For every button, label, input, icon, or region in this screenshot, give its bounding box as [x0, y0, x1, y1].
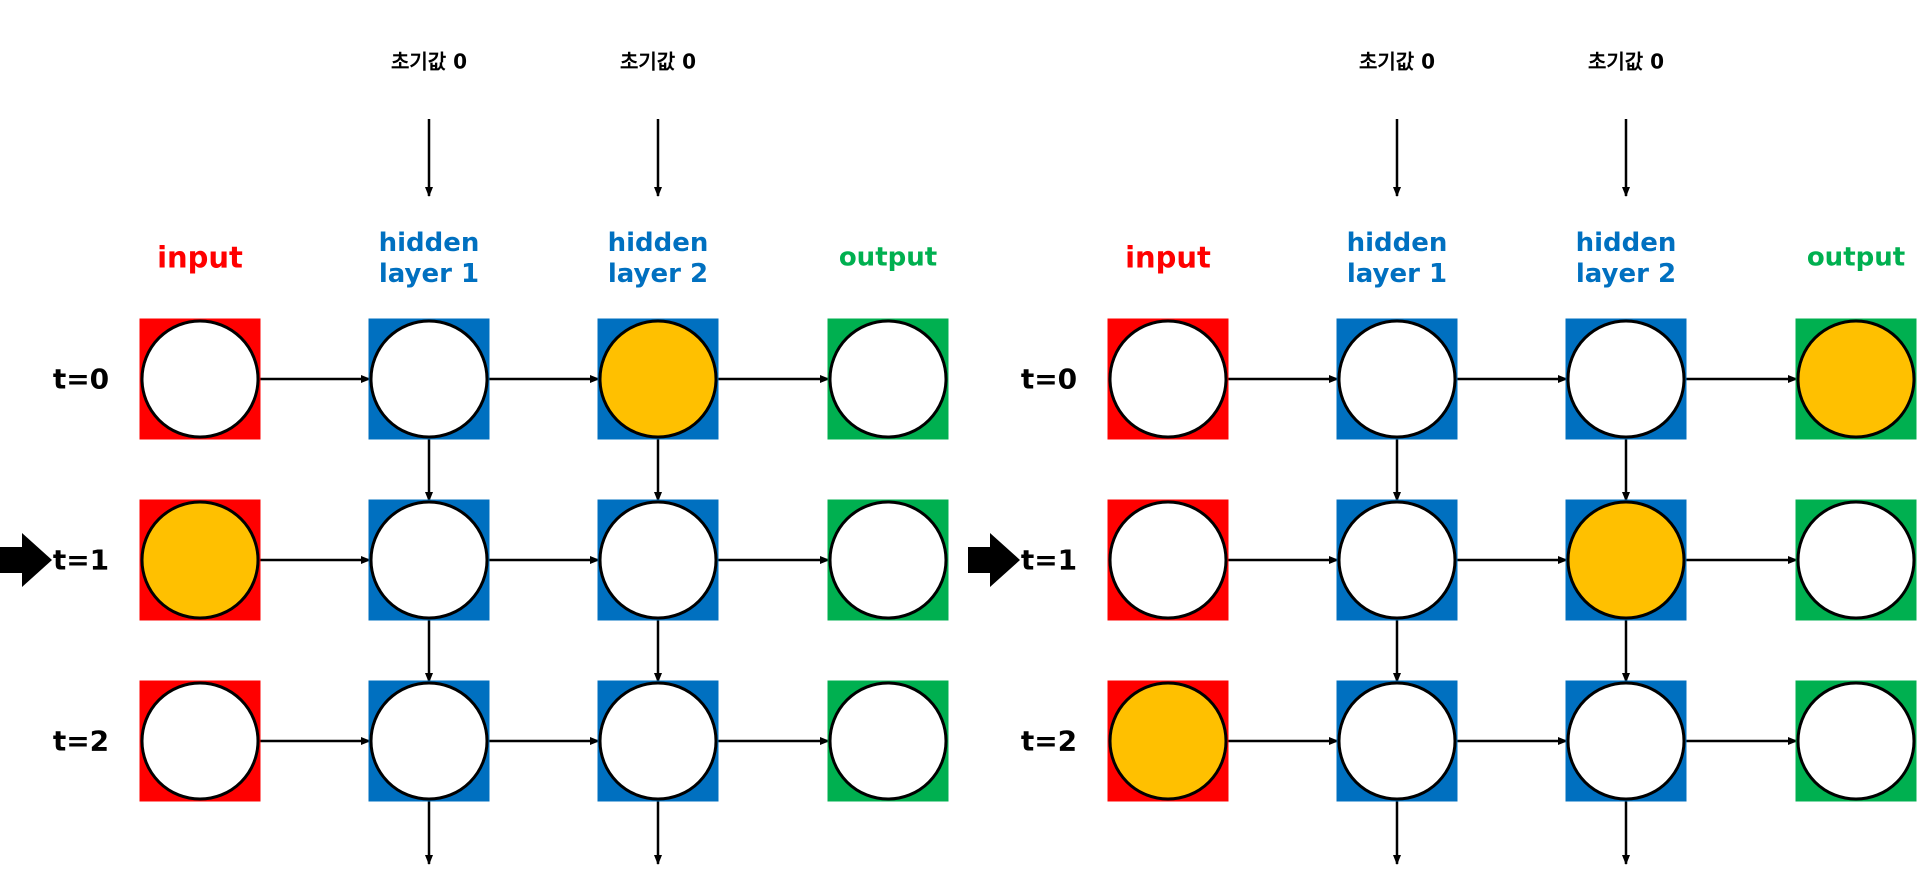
node [1337, 681, 1457, 801]
node [828, 319, 948, 439]
node [1108, 500, 1228, 620]
node [369, 319, 489, 439]
node [1566, 681, 1686, 801]
node [598, 681, 718, 801]
time-step-label: t=1 [52, 543, 110, 577]
node [369, 681, 489, 801]
node [140, 319, 260, 439]
current-step-arrow-icon [968, 533, 1020, 587]
node [598, 500, 718, 620]
node [1796, 681, 1916, 801]
active-node [1108, 681, 1228, 801]
node [1108, 319, 1228, 439]
initial-value-label: 초기값 0 [390, 49, 468, 74]
initial-value-label: 초기값 0 [1587, 49, 1665, 74]
time-step-label: t=2 [1020, 724, 1078, 758]
time-step-label: t=1 [1020, 543, 1078, 577]
node [1796, 500, 1916, 620]
initial-value-label: 초기값 0 [619, 49, 697, 74]
initial-value-label: 초기값 0 [1358, 49, 1436, 74]
input-column-label: input [1125, 240, 1211, 275]
node [369, 500, 489, 620]
active-node [140, 500, 260, 620]
current-step-arrow-icon [0, 533, 52, 587]
active-node [598, 319, 718, 439]
output-column-label: output [838, 242, 938, 273]
node [140, 681, 260, 801]
input-column-label: input [157, 240, 243, 275]
node [1337, 500, 1457, 620]
node [828, 681, 948, 801]
time-step-label: t=2 [52, 724, 110, 758]
node [828, 500, 948, 620]
time-step-label: t=0 [52, 362, 110, 396]
time-step-label: t=0 [1020, 362, 1078, 396]
active-node [1796, 319, 1916, 439]
node [1566, 319, 1686, 439]
output-column-label: output [1806, 242, 1906, 273]
active-node [1566, 500, 1686, 620]
node [1337, 319, 1457, 439]
